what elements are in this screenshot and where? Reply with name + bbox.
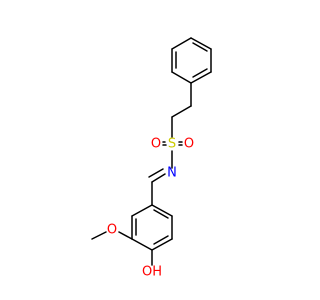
molecule-structure: S O O N O OH: [91, 37, 212, 280]
bond: [171, 105, 192, 118]
bond: [190, 37, 212, 50]
bond: [148, 168, 164, 178]
bond: [91, 231, 107, 240]
bond: [190, 71, 212, 84]
vanillyl-ring: [131, 204, 173, 251]
atom-oxygen-right: O: [184, 137, 194, 152]
bond: [151, 238, 173, 251]
bond: [131, 238, 153, 251]
bond: [171, 37, 192, 50]
bond: [118, 231, 133, 240]
bond: [192, 42, 208, 52]
bond: [131, 204, 153, 217]
bond: [151, 173, 166, 183]
atom-hydroxyl: OH: [142, 265, 162, 280]
bond: [153, 209, 169, 219]
bond: [171, 71, 192, 84]
bond: [151, 204, 173, 217]
atom-sulfur: S: [168, 137, 176, 152]
bond: [192, 68, 208, 78]
bond: [153, 235, 169, 245]
structure-canvas: S O O N O OH: [91, 37, 212, 280]
atom-methoxy-oxygen: O: [107, 223, 117, 238]
atom-nitrogen: N: [167, 166, 177, 181]
phenyl-ring: [171, 37, 212, 84]
atom-oxygen-left: O: [151, 137, 161, 152]
